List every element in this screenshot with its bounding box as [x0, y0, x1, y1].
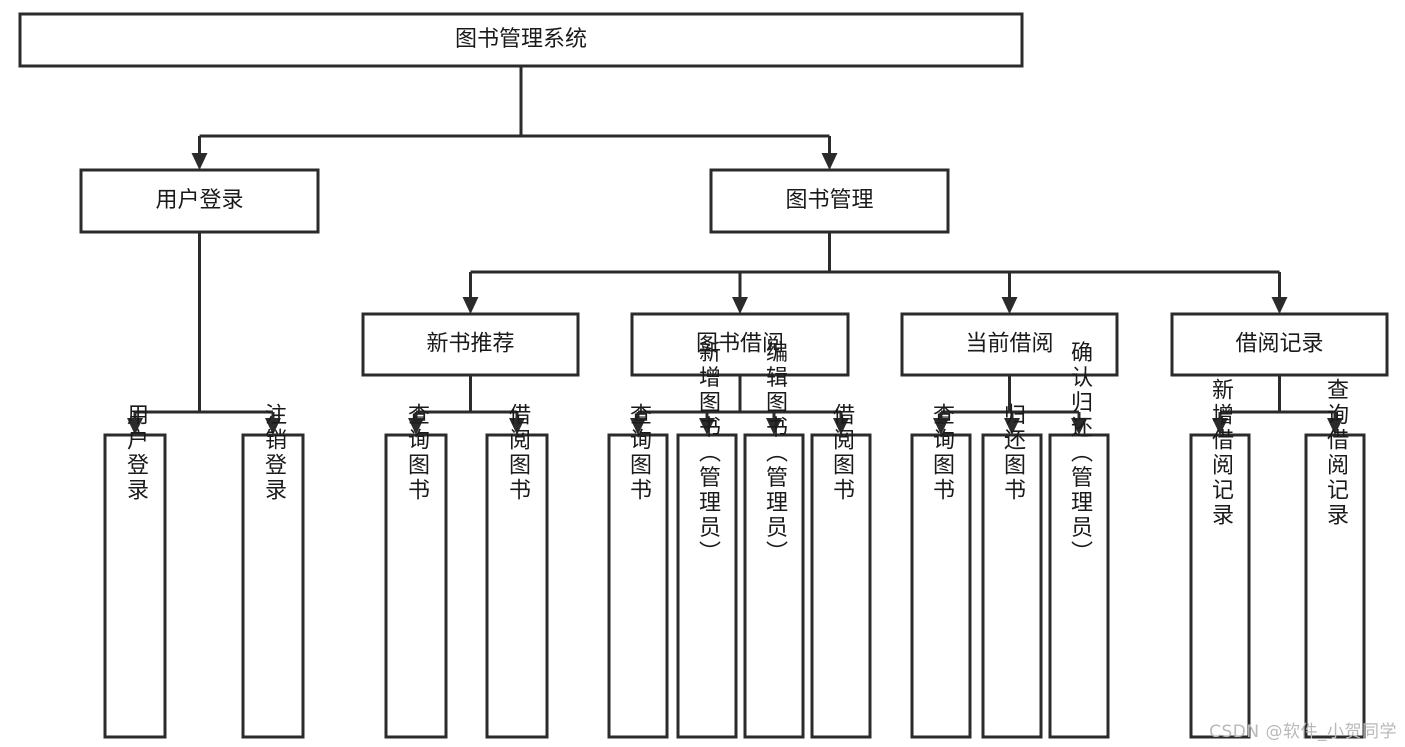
- node-label: 用户登录: [155, 188, 243, 213]
- node-level3-0[interactable]: 新书推荐: [361, 312, 580, 377]
- arrow-down-icon-leaf-7: [833, 418, 849, 435]
- node-box-leaf-3[interactable]: [485, 433, 549, 739]
- arrow-down-icon-leaf-6: [766, 418, 782, 435]
- node-label: 归还图书: [1000, 403, 1026, 503]
- node-leaf-4[interactable]: 查询图书: [607, 403, 669, 739]
- node-label: 注销登录: [261, 403, 287, 503]
- node-leaf-12[interactable]: 查询借阅记录: [1304, 378, 1366, 739]
- arrow-down-icon-leaf-4: [630, 418, 646, 435]
- node-box-leaf-9[interactable]: [981, 433, 1043, 739]
- node-box-leaf-0[interactable]: [103, 433, 167, 739]
- node-leaf-1[interactable]: 注销登录: [241, 403, 305, 739]
- node-leaf-5[interactable]: 新增图书（管理员）: [676, 341, 738, 739]
- arrow-down-icon-leaf-3: [509, 418, 525, 435]
- node-label: 确认归还（管理员）: [1067, 341, 1093, 566]
- node-box-level3-0[interactable]: [361, 312, 580, 377]
- arrow-down-icon-leaf-11: [1212, 418, 1228, 435]
- node-leaf-11[interactable]: 新增借阅记录: [1189, 378, 1251, 739]
- node-label: 图书借阅: [696, 332, 784, 357]
- node-label: 查询图书: [929, 403, 955, 503]
- node-label: 图书管理系统: [455, 27, 587, 52]
- node-box-leaf-6[interactable]: [743, 433, 805, 739]
- node-label: 编辑图书（管理员）: [762, 341, 788, 566]
- node-box-leaf-10[interactable]: [1048, 433, 1110, 739]
- node-label: 新增图书（管理员）: [695, 341, 721, 566]
- arrow-down-icon-leaf-9: [1004, 418, 1020, 435]
- node-level2-1[interactable]: 图书管理: [709, 168, 950, 234]
- node-label: 当前借阅: [965, 332, 1053, 357]
- node-level3-2[interactable]: 当前借阅: [900, 312, 1119, 377]
- node-label: 查询图书: [404, 403, 430, 503]
- node-root-0[interactable]: 图书管理系统: [18, 12, 1024, 68]
- arrow-down-icon-level2-0: [191, 153, 208, 170]
- arrow-down-icon-leaf-8: [933, 418, 949, 435]
- node-box-leaf-1[interactable]: [241, 433, 305, 739]
- node-label: 查询借阅记录: [1323, 378, 1349, 528]
- arrow-down-icon-level3-1: [732, 297, 748, 314]
- node-box-leaf-8[interactable]: [910, 433, 972, 739]
- arrow-down-icon-level2-1: [821, 153, 838, 170]
- node-level3-3[interactable]: 借阅记录: [1170, 312, 1389, 377]
- arrow-down-icon-leaf-5: [699, 418, 715, 435]
- node-label: 新书推荐: [426, 332, 514, 357]
- node-box-level3-1[interactable]: [630, 312, 850, 377]
- arrow-down-icon-leaf-0: [127, 418, 143, 435]
- node-box-leaf-2[interactable]: [384, 433, 448, 739]
- node-box-leaf-12[interactable]: [1304, 433, 1366, 739]
- node-box-leaf-4[interactable]: [607, 433, 669, 739]
- connector-edges: [127, 66, 1343, 435]
- node-label: 借阅图书: [829, 403, 855, 503]
- node-leaf-0[interactable]: 用户登录: [103, 403, 167, 739]
- node-box-leaf-5[interactable]: [676, 433, 738, 739]
- node-box-level3-3[interactable]: [1170, 312, 1389, 377]
- node-label: 用户登录: [123, 403, 149, 503]
- arrow-down-icon-leaf-10: [1071, 418, 1087, 435]
- node-leaf-9[interactable]: 归还图书: [981, 403, 1043, 739]
- node-label: 查询图书: [626, 403, 652, 503]
- node-leaf-7[interactable]: 借阅图书: [810, 403, 872, 739]
- node-box-level3-2[interactable]: [900, 312, 1119, 377]
- node-boxes: 图书管理系统用户登录图书管理新书推荐图书借阅当前借阅借阅记录用户登录注销登录查询…: [18, 12, 1389, 739]
- node-leaf-3[interactable]: 借阅图书: [485, 403, 549, 739]
- node-box-level2-0[interactable]: [79, 168, 320, 234]
- arrow-down-icon-leaf-1: [265, 418, 281, 435]
- arrow-down-icon-leaf-2: [408, 418, 424, 435]
- node-label: 借阅图书: [505, 403, 531, 503]
- node-leaf-2[interactable]: 查询图书: [384, 403, 448, 739]
- node-label: 新增借阅记录: [1208, 378, 1234, 528]
- node-leaf-8[interactable]: 查询图书: [910, 403, 972, 739]
- node-box-root-0[interactable]: [18, 12, 1024, 68]
- arrow-down-icon-level3-2: [1001, 297, 1018, 314]
- node-leaf-10[interactable]: 确认归还（管理员）: [1048, 341, 1110, 739]
- node-box-leaf-11[interactable]: [1189, 433, 1251, 739]
- node-label: 图书管理: [785, 188, 873, 213]
- node-box-level2-1[interactable]: [709, 168, 950, 234]
- node-box-leaf-7[interactable]: [810, 433, 872, 739]
- arrow-down-icon-level3-0: [462, 297, 479, 314]
- arrow-down-icon-level3-3: [1271, 297, 1288, 314]
- node-leaf-6[interactable]: 编辑图书（管理员）: [743, 341, 805, 739]
- node-level2-0[interactable]: 用户登录: [79, 168, 320, 234]
- arrow-down-icon-leaf-12: [1327, 418, 1343, 435]
- node-label: 借阅记录: [1235, 332, 1323, 357]
- node-level3-1[interactable]: 图书借阅: [630, 312, 850, 377]
